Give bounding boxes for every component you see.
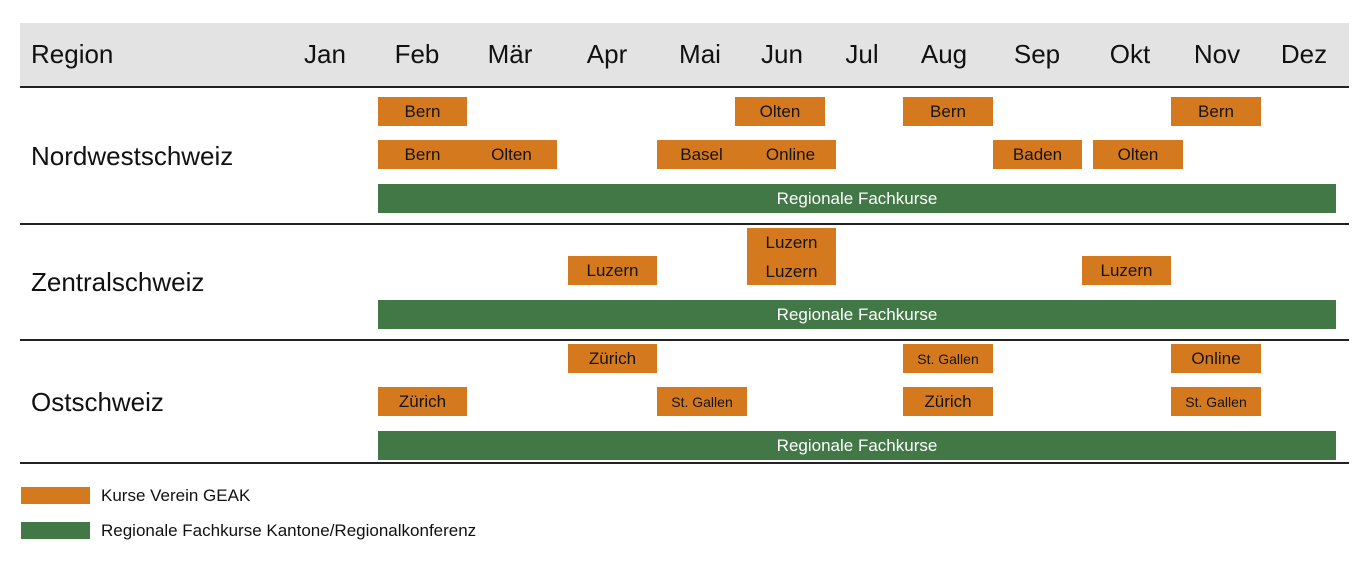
regional-fachkurse-bar: Regionale Fachkurse — [378, 300, 1336, 329]
course-label: Luzern — [765, 261, 818, 281]
region-label-zentralschweiz: Zentralschweiz — [31, 267, 205, 297]
course-label: Bern — [404, 144, 441, 164]
course-label: Luzern — [1100, 260, 1153, 280]
course-bern: Bern — [378, 97, 467, 126]
course-st-gallen: St. Gallen — [903, 344, 993, 373]
month-okt: Okt — [1109, 39, 1151, 69]
course-zurich: Zürich — [903, 387, 993, 416]
legend-label-geak: Kurse Verein GEAK — [101, 486, 251, 505]
divider-line — [20, 462, 1349, 464]
divider-line — [20, 86, 1349, 88]
month-nov: Nov — [1193, 39, 1241, 69]
course-label: Online — [765, 144, 816, 164]
course-zurich: Zürich — [378, 387, 467, 416]
course-label: Luzern — [586, 260, 639, 280]
course-luzern: Luzern — [568, 256, 657, 285]
course-olten: Olten — [735, 97, 825, 126]
course-label: Bern — [1198, 101, 1234, 121]
course-label: Olten — [1117, 144, 1159, 164]
legend-label-regional: Regionale Fachkurse Kantone/Regionalkonf… — [101, 521, 477, 540]
divider-line — [20, 223, 1349, 225]
course-luzern-double: Luzern Luzern — [747, 228, 836, 285]
legend-swatch-geak — [21, 487, 90, 504]
course-st-gallen: St. Gallen — [657, 387, 747, 416]
month-mar: Mär — [487, 39, 533, 69]
month-aug: Aug — [920, 39, 968, 69]
course-label: Baden — [1012, 144, 1063, 164]
divider-line — [20, 339, 1349, 341]
month-jul: Jul — [845, 39, 879, 69]
month-mai: Mai — [679, 39, 721, 69]
course-label: Olten — [491, 144, 532, 164]
course-zurich: Zürich — [568, 344, 657, 373]
course-label: Basel — [680, 144, 723, 164]
course-label: Luzern — [765, 232, 818, 252]
course-label: St. Gallen — [917, 350, 979, 367]
course-bern-olten: Bern Olten — [378, 140, 557, 169]
course-olten: Olten — [1093, 140, 1183, 169]
header-region-label: Region — [31, 39, 114, 69]
regional-fachkurse-bar: Regionale Fachkurse — [378, 431, 1336, 460]
course-label: Olten — [759, 101, 801, 121]
course-bern: Bern — [903, 97, 993, 126]
course-label: Bern — [930, 101, 966, 121]
course-label: Zürich — [924, 391, 972, 411]
course-label: St. Gallen — [1185, 393, 1247, 410]
course-basel-online: Basel Online — [657, 140, 836, 169]
regional-fachkurse-bar: Regionale Fachkurse — [378, 184, 1336, 213]
course-bern: Bern — [1171, 97, 1261, 126]
month-feb: Feb — [394, 39, 440, 69]
month-jun: Jun — [761, 39, 803, 69]
course-label: St. Gallen — [671, 393, 733, 410]
month-apr: Apr — [586, 39, 628, 69]
course-label: Online — [1191, 348, 1241, 368]
course-luzern: Luzern — [1082, 256, 1171, 285]
course-baden: Baden — [993, 140, 1082, 169]
table-header: Region Jan Feb Mär Apr Mai Jun Jul Aug S… — [20, 23, 1349, 86]
course-label: Zürich — [398, 391, 447, 411]
course-label: Bern — [404, 101, 441, 121]
course-label: Zürich — [588, 348, 637, 368]
month-jan: Jan — [304, 39, 346, 69]
month-sep: Sep — [1013, 39, 1061, 69]
month-dez: Dez — [1280, 39, 1328, 69]
region-label-nordwestschweiz: Nordwestschweiz — [31, 141, 234, 171]
region-label-ostschweiz: Ostschweiz — [31, 387, 164, 417]
legend-swatch-regional — [21, 522, 90, 539]
course-online: Online — [1171, 344, 1261, 373]
course-st-gallen: St. Gallen — [1171, 387, 1261, 416]
